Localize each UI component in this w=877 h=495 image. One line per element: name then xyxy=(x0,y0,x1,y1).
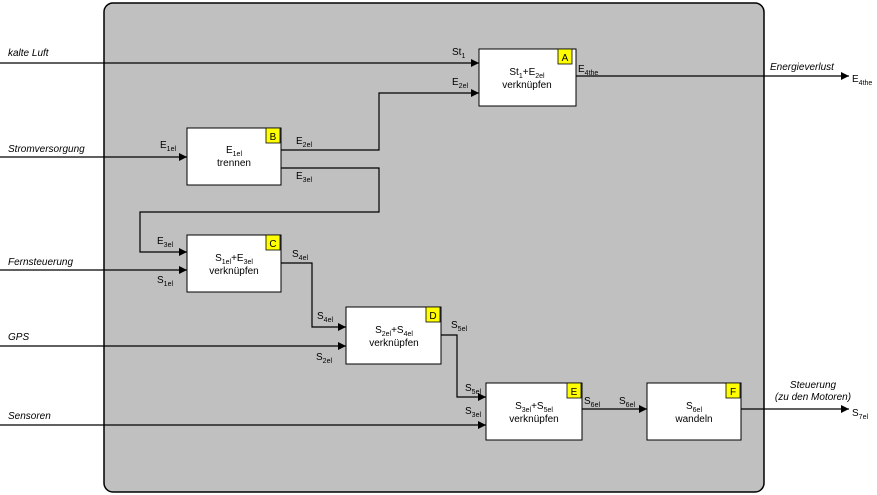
signal-s4el-d: S4el xyxy=(317,311,333,324)
block-f-verb: wandeln xyxy=(674,414,712,425)
input-label-gps: GPS xyxy=(8,332,29,343)
signal-s5el-d: S5el xyxy=(451,320,467,333)
input-label-fernsteuerung: Fernsteuerung xyxy=(8,257,73,268)
signal-s4el-c: S4el xyxy=(292,249,308,262)
block-tag-b-label: B xyxy=(270,132,277,143)
output-label-zu-den-motoren: (zu den Motoren) xyxy=(775,392,851,403)
output-label-steuerung: Steuerung xyxy=(790,380,837,391)
function-block-f: F S6el wandeln xyxy=(646,382,742,441)
signal-s6el-f: S6el xyxy=(619,396,635,409)
block-d-title: S2el+S4el xyxy=(375,325,413,338)
signal-s3el: S3el xyxy=(465,406,481,419)
function-block-d: D S2el+S4el verknüpfen xyxy=(345,306,442,365)
signal-s1el: S1el xyxy=(157,275,173,288)
block-a-verb: verknüpfen xyxy=(502,80,551,91)
function-block-a: A St1+E2el verknüpfen xyxy=(478,48,577,107)
block-e-verb: verknüpfen xyxy=(509,414,558,425)
output-label-energieverlust: Energieverlust xyxy=(770,62,835,73)
block-tag-d xyxy=(425,306,441,323)
block-tag-e xyxy=(566,382,582,399)
block-c-verb: verknüpfen xyxy=(209,266,258,277)
flow-e3el xyxy=(139,167,380,256)
input-label-sensoren: Sensoren xyxy=(8,411,51,422)
block-b-verb: trennen xyxy=(217,158,251,169)
input-label-stromversorgung: Stromversorgung xyxy=(8,144,85,155)
signal-st1-in: St1 xyxy=(452,47,465,60)
block-tag-e-label: E xyxy=(571,387,578,398)
input-label-kalte-luft: kalte Luft xyxy=(8,48,50,59)
block-tag-f xyxy=(725,382,741,399)
signal-e4the-a: E4the xyxy=(578,64,598,77)
signal-s2el: S2el xyxy=(316,352,332,365)
signal-e2el-a: E2el xyxy=(452,77,468,90)
signal-e4the-out: E4the xyxy=(852,74,872,87)
block-c-title: S1el+E3el xyxy=(215,253,253,266)
block-d-verb: verknüpfen xyxy=(369,338,418,349)
signal-e2el-b: E2el xyxy=(296,136,312,149)
signal-s7el-out: S7el xyxy=(852,408,868,421)
block-a-title: St1+E2el xyxy=(509,67,545,80)
signal-e1el: E1el xyxy=(160,140,176,153)
block-tag-d-label: D xyxy=(429,311,436,322)
signal-e3el-c: E3el xyxy=(157,236,173,249)
flow-e2el xyxy=(281,89,479,151)
block-tag-a-label: A xyxy=(562,53,569,64)
block-tag-b xyxy=(265,127,281,144)
block-e-title: S3el+S5el xyxy=(515,401,553,414)
function-block-e: E S3el+S5el verknüpfen xyxy=(485,382,583,441)
block-tag-c xyxy=(265,234,281,251)
flow-s5el xyxy=(441,334,486,401)
flow-s4el xyxy=(281,262,346,331)
block-tag-f-label: F xyxy=(730,387,736,398)
signal-s6el-e: S6el xyxy=(584,396,600,409)
function-block-c: C S1el+E3el verknüpfen xyxy=(186,234,282,293)
block-b-title: E1el xyxy=(226,145,242,158)
system-boundary xyxy=(103,2,765,493)
signal-s5el-e: S5el xyxy=(465,383,481,396)
function-block-b: B E1el trennen xyxy=(186,127,282,186)
signal-e3el-b: E3el xyxy=(296,171,312,184)
block-tag-a xyxy=(557,48,573,65)
block-f-title: S6el xyxy=(686,401,702,414)
block-tag-c-label: C xyxy=(269,239,276,250)
